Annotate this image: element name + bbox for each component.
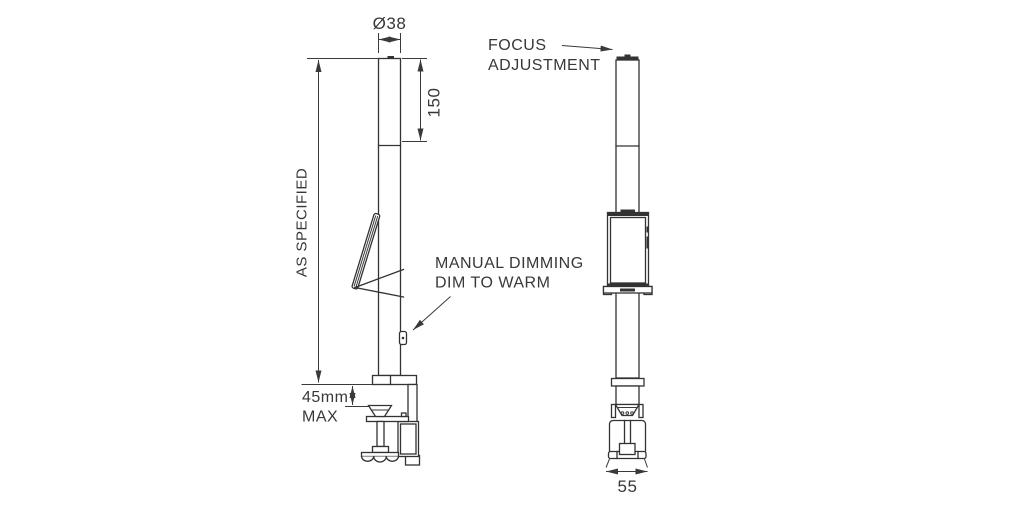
focus-adjustment-label-line2: ADJUSTMENT bbox=[488, 57, 601, 74]
clamp-set-screw bbox=[400, 412, 407, 418]
pole-top-cap bbox=[387, 56, 394, 59]
dimension-clamp-width: 55 bbox=[605, 458, 648, 496]
pole-top-cap-front bbox=[616, 56, 639, 60]
manual-dimming-label-line1: MANUAL DIMMING bbox=[435, 255, 584, 272]
lamp-pole-side bbox=[377, 57, 402, 377]
desk-clamp-side bbox=[360, 374, 421, 466]
pole-top-nub bbox=[624, 54, 631, 57]
clamp-capacity-qualifier: MAX bbox=[302, 409, 338, 426]
head-mount-bar bbox=[620, 209, 635, 213]
clamp-pole-stub bbox=[615, 385, 640, 406]
extension-line bbox=[644, 458, 648, 468]
clamp-rod-collar bbox=[371, 445, 390, 454]
extension-line bbox=[605, 458, 610, 468]
manual-dimming-leader-arrow bbox=[412, 296, 451, 331]
clamp-cone-tooth bbox=[620, 411, 625, 415]
lamp-arm-detail-line bbox=[353, 215, 377, 287]
lamp-arm-body bbox=[351, 212, 381, 290]
dimmer-switch-dot bbox=[401, 336, 405, 340]
annotation-manual-dimming: MANUAL DIMMING DIM TO WARM bbox=[412, 255, 584, 331]
front-view bbox=[602, 54, 653, 460]
head-bottom-band bbox=[607, 283, 649, 287]
beam-line-lower bbox=[354, 286, 405, 298]
side-view bbox=[301, 56, 421, 466]
clamp-knob-lobes bbox=[360, 456, 400, 463]
dimmer-switch bbox=[398, 330, 408, 346]
clamp-knob-top bbox=[360, 451, 400, 458]
clamp-cone-tooth bbox=[630, 411, 634, 415]
clamp-screw-rod bbox=[376, 420, 385, 448]
clamp-top-plate bbox=[371, 374, 418, 386]
manual-dimming-label-line2: DIM TO WARM bbox=[435, 275, 550, 292]
beam-lines bbox=[354, 268, 405, 298]
clamp-slide-plate bbox=[365, 415, 410, 423]
clamp-capacity-value: 45mm bbox=[302, 389, 348, 406]
clamp-collar-front bbox=[610, 377, 645, 387]
desk-clamp-front bbox=[607, 377, 647, 460]
dimension-diameter: Ø38 bbox=[373, 14, 407, 53]
clamp-lower-bracket-inner bbox=[399, 423, 417, 455]
head-side-button-upper bbox=[646, 226, 649, 233]
head-top-band bbox=[607, 212, 649, 216]
head-collar-mark bbox=[620, 288, 635, 292]
clamp-cone-tooth bbox=[625, 411, 630, 415]
lamp-head-arm bbox=[351, 212, 381, 290]
lamp-arm-detail-line bbox=[355, 215, 379, 288]
clamp-center-block bbox=[618, 442, 636, 456]
head-inner-panel bbox=[609, 216, 647, 284]
focus-adjustment-label-line1: FOCUS bbox=[488, 37, 547, 54]
dimension-focus-length: 150 bbox=[402, 58, 444, 142]
clamp-pad-cone bbox=[367, 404, 393, 418]
lamp-head-front bbox=[602, 209, 653, 296]
annotation-focus-adjustment: FOCUS ADJUSTMENT bbox=[488, 37, 613, 74]
clamp-cone-tab-left bbox=[610, 403, 617, 419]
focus-length-label: 150 bbox=[425, 88, 444, 118]
head-side-button-lower bbox=[646, 236, 649, 249]
dimension-clamp-capacity: 45mm MAX bbox=[302, 386, 369, 426]
clamp-cone-tab-right bbox=[638, 403, 644, 419]
beam-line-upper bbox=[354, 268, 405, 289]
focus-adjustment-leader-arrow bbox=[561, 45, 613, 52]
base-width-label: 55 bbox=[618, 477, 638, 496]
diameter-label: Ø38 bbox=[373, 14, 407, 33]
dimension-pole-height: AS SPECIFIED bbox=[294, 58, 380, 383]
pole-height-label: AS SPECIFIED bbox=[294, 168, 311, 277]
